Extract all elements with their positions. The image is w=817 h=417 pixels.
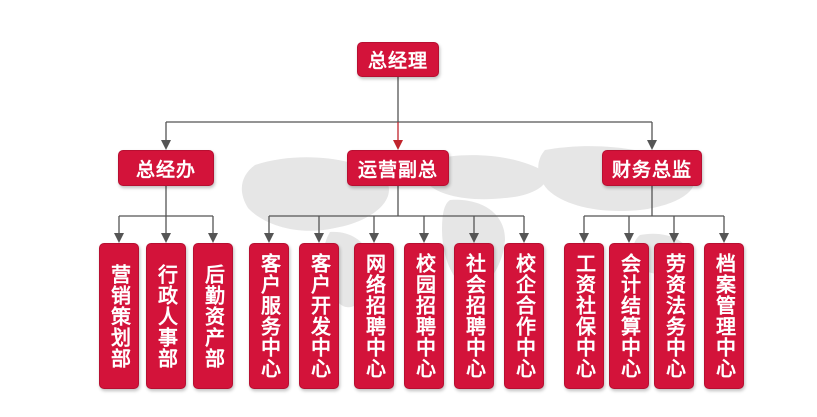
dept-node-3-4: 档案管理中心 [704,243,744,389]
dept-node-2-5: 社会招聘中心 [454,243,494,389]
branch-node-2: 运营副总 [347,150,449,186]
dept-node-3-3: 劳资法务中心 [654,243,694,389]
dept-node-3-1: 工资社保中心 [564,243,604,389]
dept-node-2-2: 客户开发中心 [299,243,339,389]
branch-node-1: 总经办 [118,150,214,186]
dept-node-3-2: 会计结算中心 [609,243,649,389]
dept-node-1-1: 营销策划部 [99,243,139,389]
dept-node-2-4: 校园招聘中心 [404,243,444,389]
dept-node-2-3: 网络招聘中心 [354,243,394,389]
dept-node-2-6: 校企合作中心 [504,243,544,389]
root-node-general-manager: 总经理 [357,42,439,77]
dept-node-1-2: 行政人事部 [146,243,186,389]
map-landmass-3 [424,155,547,200]
branch-node-3: 财务总监 [602,150,702,186]
dept-node-1-3: 后勤资产部 [193,243,233,389]
dept-node-2-1: 客户服务中心 [249,243,289,389]
